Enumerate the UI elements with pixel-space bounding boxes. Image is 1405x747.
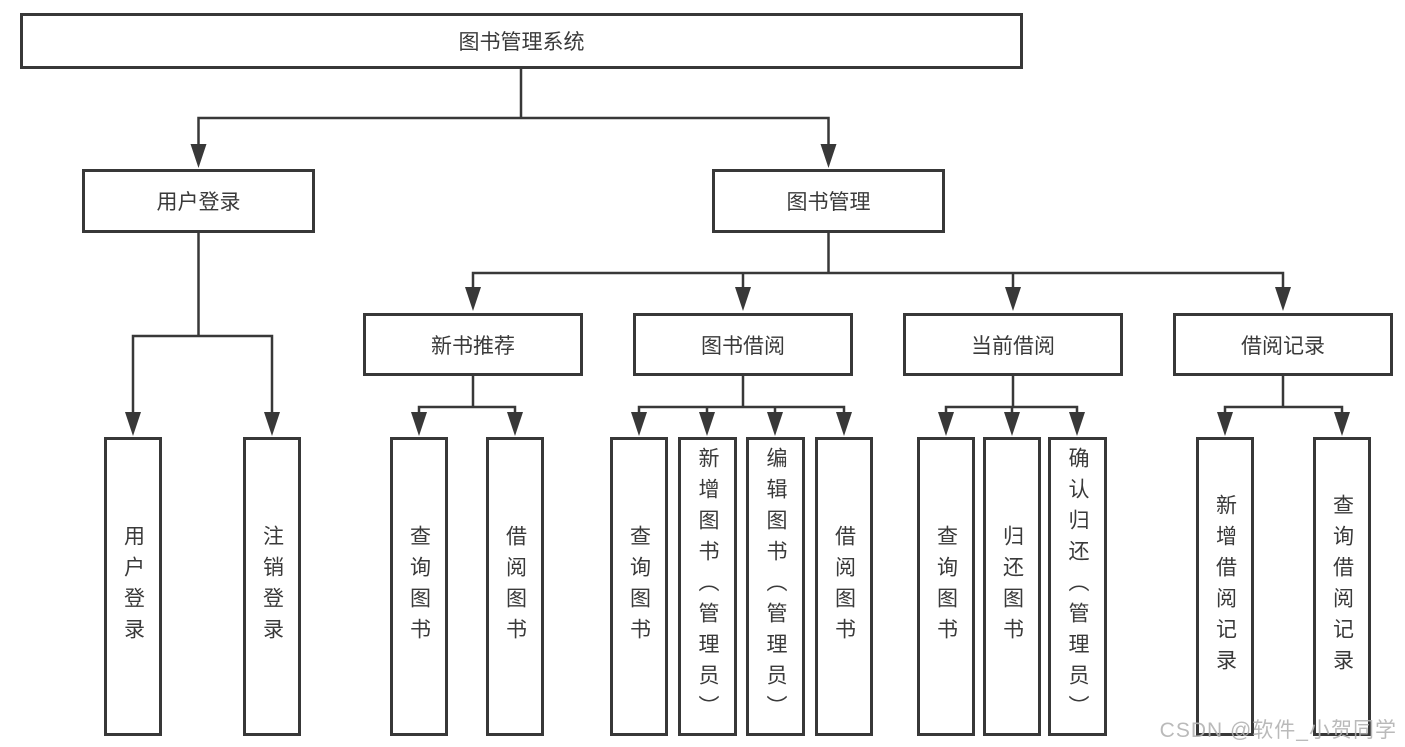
leaf-label: 新增图书（管理员） bbox=[696, 447, 719, 726]
arrowheads bbox=[125, 144, 1350, 436]
leaf-query-books-current: 查询图书 bbox=[917, 437, 975, 736]
leaf-label: 用户登录 bbox=[121, 524, 145, 649]
arrowhead bbox=[125, 412, 141, 436]
leaf-borrow-books-borrow: 借阅图书 bbox=[815, 437, 873, 736]
arrowhead bbox=[767, 412, 783, 436]
leaf-add-borrow-record: 新增借阅记录 bbox=[1196, 437, 1254, 736]
arrowhead bbox=[938, 412, 954, 436]
connector-root-to-level2 bbox=[197, 67, 830, 148]
leaf-user-login: 用户登录 bbox=[104, 437, 162, 736]
arrowhead bbox=[465, 287, 481, 311]
leaf-label: 确认归还（管理员） bbox=[1066, 447, 1089, 726]
arrowhead bbox=[411, 412, 427, 436]
node-label: 当前借阅 bbox=[971, 334, 1055, 358]
leaf-label: 借阅图书 bbox=[832, 524, 856, 649]
node-current-borrow: 当前借阅 bbox=[903, 313, 1123, 376]
arrowhead bbox=[1005, 287, 1021, 311]
node-label: 图书管理 bbox=[786, 191, 871, 214]
arrowhead bbox=[264, 412, 280, 436]
arrowhead bbox=[699, 412, 715, 436]
leaf-label: 编辑图书（管理员） bbox=[764, 447, 787, 726]
arrowhead bbox=[631, 412, 647, 436]
leaf-borrow-books-newbook: 借阅图书 bbox=[486, 437, 544, 736]
leaf-label: 查询图书 bbox=[407, 524, 431, 649]
leaf-label: 归还图书 bbox=[1000, 524, 1024, 649]
leaf-label: 查询图书 bbox=[627, 524, 651, 649]
node-label: 图书管理系统 bbox=[458, 31, 585, 54]
leaf-logout: 注销登录 bbox=[243, 437, 301, 736]
leaf-query-books-newbook: 查询图书 bbox=[390, 437, 448, 736]
node-user-login: 用户登录 bbox=[82, 169, 315, 233]
leaf-label: 新增借阅记录 bbox=[1213, 493, 1237, 680]
arrowhead bbox=[820, 144, 837, 168]
leaf-add-books-admin: 新增图书（管理员） bbox=[678, 437, 737, 736]
leaf-label: 查询图书 bbox=[934, 524, 958, 649]
node-label: 用户登录 bbox=[156, 191, 241, 214]
leaf-label: 查询借阅记录 bbox=[1330, 493, 1354, 680]
leaf-query-borrow-record: 查询借阅记录 bbox=[1313, 437, 1371, 736]
arrowhead bbox=[1275, 287, 1291, 311]
node-book-borrow: 图书借阅 bbox=[633, 313, 853, 376]
leaf-label: 借阅图书 bbox=[503, 524, 527, 649]
leaf-label: 注销登录 bbox=[260, 524, 284, 649]
node-label: 图书借阅 bbox=[701, 334, 785, 358]
connector-current-borrow-to-leaves bbox=[944, 374, 1079, 416]
connector-book-borrow-to-leaves bbox=[637, 374, 846, 416]
connector-user-login-to-leaves bbox=[131, 231, 274, 416]
arrowhead bbox=[1004, 412, 1020, 436]
arrowhead bbox=[507, 412, 523, 436]
arrowhead bbox=[735, 287, 751, 311]
arrowhead bbox=[190, 144, 207, 168]
leaf-query-books-borrow: 查询图书 bbox=[610, 437, 668, 736]
arrowhead bbox=[836, 412, 852, 436]
csdn-watermark: CSDN @软件_小贺同学 bbox=[1159, 719, 1397, 742]
leaf-confirm-return-admin: 确认归还（管理员） bbox=[1048, 437, 1107, 736]
node-label: 借阅记录 bbox=[1241, 334, 1325, 358]
leaf-return-books: 归还图书 bbox=[983, 437, 1041, 736]
node-book-management: 图书管理 bbox=[712, 169, 945, 233]
node-borrow-records: 借阅记录 bbox=[1173, 313, 1393, 376]
node-label: 新书推荐 bbox=[431, 334, 515, 358]
leaf-edit-books-admin: 编辑图书（管理员） bbox=[746, 437, 805, 736]
arrowhead bbox=[1069, 412, 1085, 436]
connector-book-mgmt-to-level3 bbox=[471, 231, 1285, 292]
connector-borrow-records-to-leaves bbox=[1223, 374, 1344, 416]
node-new-book-recommend: 新书推荐 bbox=[363, 313, 583, 376]
node-library-management-system: 图书管理系统 bbox=[20, 13, 1023, 69]
arrowhead bbox=[1217, 412, 1233, 436]
connector-new-book-to-leaves bbox=[417, 374, 517, 416]
arrowhead bbox=[1334, 412, 1350, 436]
